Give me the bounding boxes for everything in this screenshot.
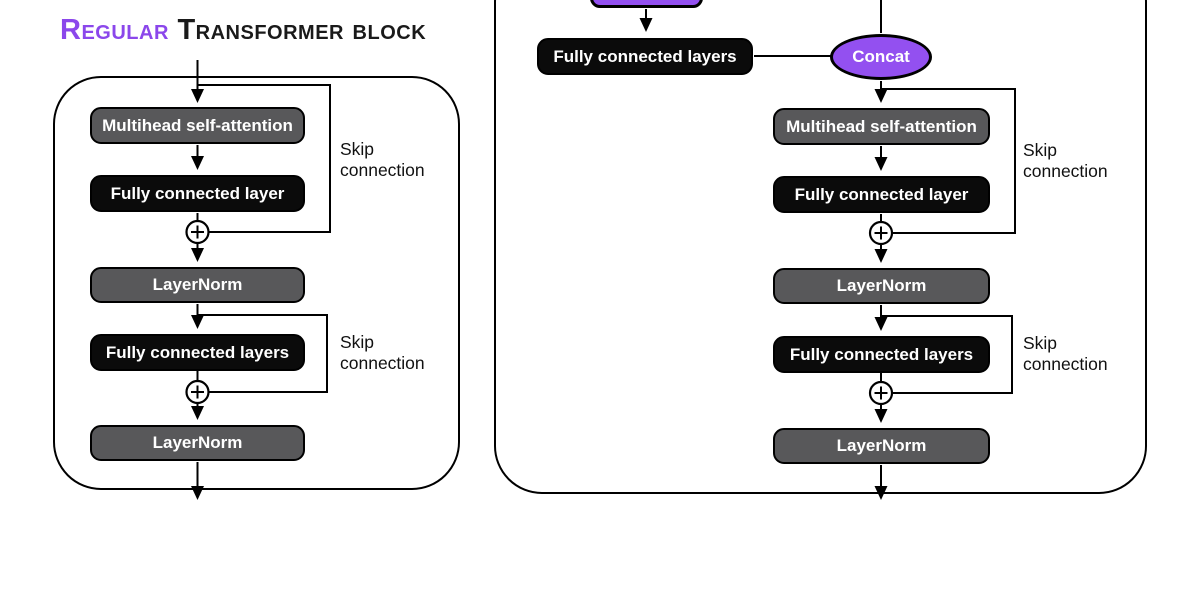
right-concat-ellipse: Concat: [830, 34, 932, 80]
skip-label-line: connection: [340, 353, 425, 373]
right-multihead-self-attention-block: Multihead self-attention: [773, 108, 990, 145]
right-fully-connected-layer-block: Fully connected layer: [773, 176, 990, 213]
right-fully-connected-layers-block: Fully connected layers: [773, 336, 990, 373]
right-skip-connection-label-2: Skip connection: [1023, 333, 1108, 375]
left-transformer-block-outline: [53, 76, 460, 490]
skip-label-line: Skip: [340, 332, 375, 352]
right-cropped-purple-block: [590, 0, 703, 8]
right-transformer-block-outline: [494, 0, 1147, 494]
skip-label-line: connection: [340, 160, 425, 180]
left-skip-connection-label-2: Skip connection: [340, 332, 425, 374]
left-fully-connected-layers-block: Fully connected layers: [90, 334, 305, 371]
right-layernorm-block-2: LayerNorm: [773, 428, 990, 464]
left-layernorm-block-1: LayerNorm: [90, 267, 305, 303]
left-fully-connected-layer-block: Fully connected layer: [90, 175, 305, 212]
skip-label-line: Skip: [1023, 333, 1058, 353]
page-title: Regular Transformer block: [60, 14, 426, 47]
page-title-highlight: Regular: [60, 14, 169, 46]
right-fully-connected-layers-top-block: Fully connected layers: [537, 38, 753, 75]
right-skip-connection-label-1: Skip connection: [1023, 140, 1108, 182]
skip-label-line: connection: [1023, 161, 1108, 181]
skip-label-line: Skip: [1023, 140, 1058, 160]
right-layernorm-block-1: LayerNorm: [773, 268, 990, 304]
skip-label-line: Skip: [340, 139, 375, 159]
left-skip-connection-label-1: Skip connection: [340, 139, 425, 181]
skip-label-line: connection: [1023, 354, 1108, 374]
page-title-rest: Transformer block: [168, 14, 427, 46]
left-multihead-self-attention-block: Multihead self-attention: [90, 107, 305, 144]
left-layernorm-block-2: LayerNorm: [90, 425, 305, 461]
